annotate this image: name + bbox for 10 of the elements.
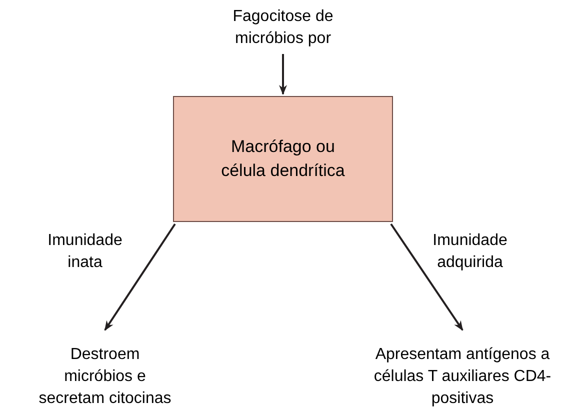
node-text: Destroem micróbios e secretam citocinas [35,344,175,414]
arrow [104,223,176,331]
process-box [173,96,393,222]
arrow [390,223,464,331]
arrow [279,54,287,95]
edge-label: Imunidade inata [46,231,124,273]
node-text: Fagocitose de micróbios por [203,6,363,52]
edge-label: Imunidade adquirida [432,231,508,273]
node-text: Apresentam antígenos a células T auxiliares CD4-positivas [370,344,555,414]
box-label: Macrófago ou célula dendrítica [220,136,346,182]
